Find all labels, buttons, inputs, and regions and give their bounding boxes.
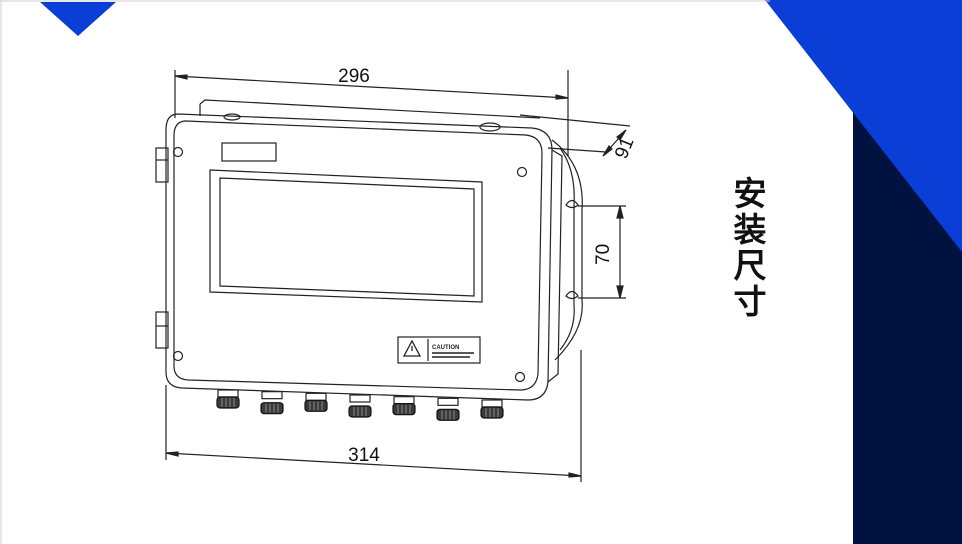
mount-slot-top xyxy=(565,199,579,209)
mounting-bracket xyxy=(551,139,583,361)
mount-slot-bottom xyxy=(565,290,579,300)
dimension-296-label: 296 xyxy=(338,66,370,87)
dimension-314-label: 314 xyxy=(348,445,380,466)
title-char: 装 xyxy=(733,210,767,249)
caution-label: CAUTION xyxy=(397,336,481,364)
cable-gland-icon xyxy=(392,396,416,416)
cable-glands xyxy=(216,389,504,421)
cable-gland-icon xyxy=(480,399,504,419)
corner-screws xyxy=(172,146,528,383)
hinge-bottom xyxy=(155,311,169,349)
page-title: 安 装 尺 寸 xyxy=(728,176,772,320)
screw-icon xyxy=(516,166,528,178)
warning-triangle-icon xyxy=(402,339,422,357)
display-window xyxy=(209,142,483,303)
dimension-width-top: 296 xyxy=(174,66,569,156)
cable-gland-icon xyxy=(260,391,284,415)
title-char: 寸 xyxy=(733,282,767,321)
title-char: 尺 xyxy=(733,246,767,285)
top-vent-icon xyxy=(223,113,241,121)
top-left-blue-triangle xyxy=(40,2,116,36)
right-blue-diagonal xyxy=(765,0,962,252)
cable-gland-icon xyxy=(216,389,240,409)
hinge-top xyxy=(155,147,169,183)
dimension-mount-pitch: 70 xyxy=(578,205,626,299)
title-char: 安 xyxy=(733,174,767,213)
cable-gland-icon xyxy=(304,392,328,412)
screw-icon xyxy=(172,146,184,158)
dimension-depth: 91 xyxy=(519,114,639,162)
status-indicator xyxy=(221,142,277,162)
cable-gland-icon xyxy=(348,394,372,418)
dimension-91-label: 91 xyxy=(611,134,638,161)
cable-gland-icon xyxy=(436,397,460,421)
caution-label-text: CAUTION xyxy=(432,345,459,351)
dimension-width-bottom: 314 xyxy=(165,350,582,482)
dimension-70-label: 70 xyxy=(593,244,614,265)
screw-icon xyxy=(172,350,184,362)
screw-icon xyxy=(514,371,526,383)
enclosure-body xyxy=(165,113,563,401)
